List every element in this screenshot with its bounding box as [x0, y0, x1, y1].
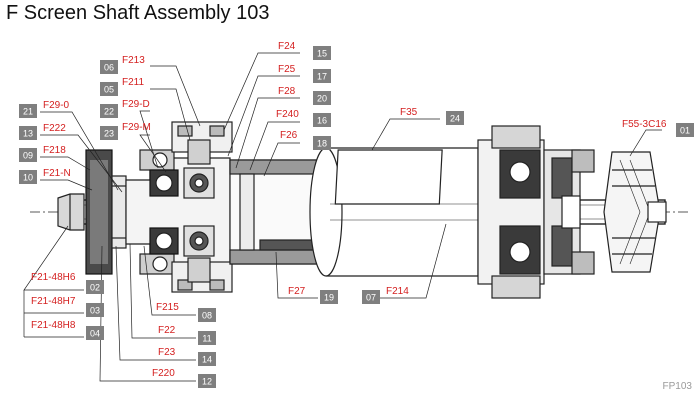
svg-text:F213: F213: [122, 55, 145, 66]
callout-15[interactable]: 15 F24: [278, 41, 331, 60]
svg-text:09: 09: [23, 151, 33, 161]
svg-text:06: 06: [104, 63, 114, 73]
svg-text:20: 20: [317, 94, 327, 104]
svg-text:07: 07: [366, 293, 376, 303]
svg-text:10: 10: [23, 173, 33, 183]
callout-07[interactable]: 07 F214: [362, 286, 409, 304]
assembly-drawing: [30, 121, 690, 299]
svg-text:17: 17: [317, 72, 327, 82]
drawing-code: FP103: [662, 381, 692, 392]
svg-text:F27: F27: [288, 286, 306, 297]
svg-text:F21-48H6: F21-48H6: [31, 272, 76, 283]
svg-text:F21-48H8: F21-48H8: [31, 320, 76, 331]
screen-drum: [309, 147, 479, 277]
svg-text:F211: F211: [122, 77, 144, 88]
svg-text:F214: F214: [386, 286, 409, 297]
svg-text:22: 22: [104, 107, 114, 117]
page-title: F Screen Shaft Assembly 103: [6, 2, 270, 24]
svg-text:14: 14: [202, 355, 212, 365]
callout-02[interactable]: 02 F21-48H6: [31, 272, 104, 294]
callout-24[interactable]: 24 F35: [400, 107, 464, 125]
left-hub: [85, 149, 127, 275]
callout-01[interactable]: 01 F55-3C16: [622, 119, 694, 137]
callout-04[interactable]: 04 F21-48H8: [31, 320, 104, 340]
callout-13[interactable]: 13 F222: [19, 123, 66, 140]
svg-text:F25: F25: [278, 64, 296, 75]
svg-text:03: 03: [90, 306, 100, 316]
callout-12[interactable]: 12 F220: [152, 368, 216, 388]
svg-text:19: 19: [324, 293, 334, 303]
callout-18[interactable]: 18 F26: [280, 130, 331, 150]
svg-text:12: 12: [202, 377, 212, 387]
svg-text:11: 11: [202, 334, 211, 344]
svg-text:04: 04: [90, 329, 100, 339]
svg-text:F24: F24: [278, 41, 296, 52]
callout-23[interactable]: 23 F29-M: [100, 122, 151, 140]
svg-text:F35: F35: [400, 107, 418, 118]
svg-text:F55-3C16: F55-3C16: [622, 119, 667, 130]
leader-lines: [23, 52, 662, 382]
callout-06[interactable]: 06 F213: [100, 55, 145, 74]
callout-19[interactable]: 19 F27: [288, 286, 338, 304]
svg-text:F26: F26: [280, 130, 298, 141]
svg-text:23: 23: [104, 129, 114, 139]
svg-text:21: 21: [23, 107, 33, 117]
callout-09[interactable]: 09 F218: [19, 145, 66, 162]
svg-text:15: 15: [317, 49, 327, 59]
callout-17[interactable]: 17 F25: [278, 64, 331, 83]
callout-20[interactable]: 20 F28: [278, 86, 331, 105]
callout-11[interactable]: 11 F22: [158, 325, 216, 345]
inner-tube: [229, 159, 327, 265]
svg-text:F222: F222: [43, 123, 66, 134]
svg-text:F23: F23: [158, 347, 176, 358]
svg-text:01: 01: [680, 126, 690, 136]
callout-21[interactable]: 21 F29-0: [19, 100, 70, 118]
left-bearing-housing: [125, 121, 233, 293]
callout-08[interactable]: 08 F215: [156, 302, 216, 322]
svg-text:F28: F28: [278, 86, 296, 97]
svg-text:16: 16: [317, 116, 327, 126]
svg-text:02: 02: [90, 283, 100, 293]
svg-text:F21-N: F21-N: [43, 168, 71, 179]
right-bearing-assembly: [477, 125, 595, 299]
svg-text:F218: F218: [43, 145, 66, 156]
svg-text:18: 18: [317, 139, 327, 149]
callout-03[interactable]: 03 F21-48H7: [31, 296, 104, 317]
end-nut: [57, 193, 85, 231]
svg-text:F21-48H7: F21-48H7: [31, 296, 76, 307]
svg-text:24: 24: [450, 114, 460, 124]
svg-text:13: 13: [23, 129, 33, 139]
svg-text:F240: F240: [276, 109, 299, 120]
svg-text:05: 05: [104, 85, 114, 95]
v-pulley: [603, 151, 667, 273]
callout-10[interactable]: 10 F21-N: [19, 168, 71, 184]
svg-text:F29-0: F29-0: [43, 100, 70, 111]
callout-22[interactable]: 22 F29-D: [100, 99, 150, 118]
callouts: 21 F29-0 13 F222 09 F218 10 F21-N 06 F21…: [19, 41, 694, 388]
callout-14[interactable]: 14 F23: [158, 347, 216, 366]
svg-text:F220: F220: [152, 368, 175, 379]
svg-text:F22: F22: [158, 325, 176, 336]
svg-text:08: 08: [202, 311, 212, 321]
svg-text:F215: F215: [156, 302, 179, 313]
svg-text:F29-M: F29-M: [122, 122, 151, 133]
callout-05[interactable]: 05 F211: [100, 77, 144, 96]
svg-text:F29-D: F29-D: [122, 99, 150, 110]
callout-16[interactable]: 16 F240: [276, 109, 331, 127]
